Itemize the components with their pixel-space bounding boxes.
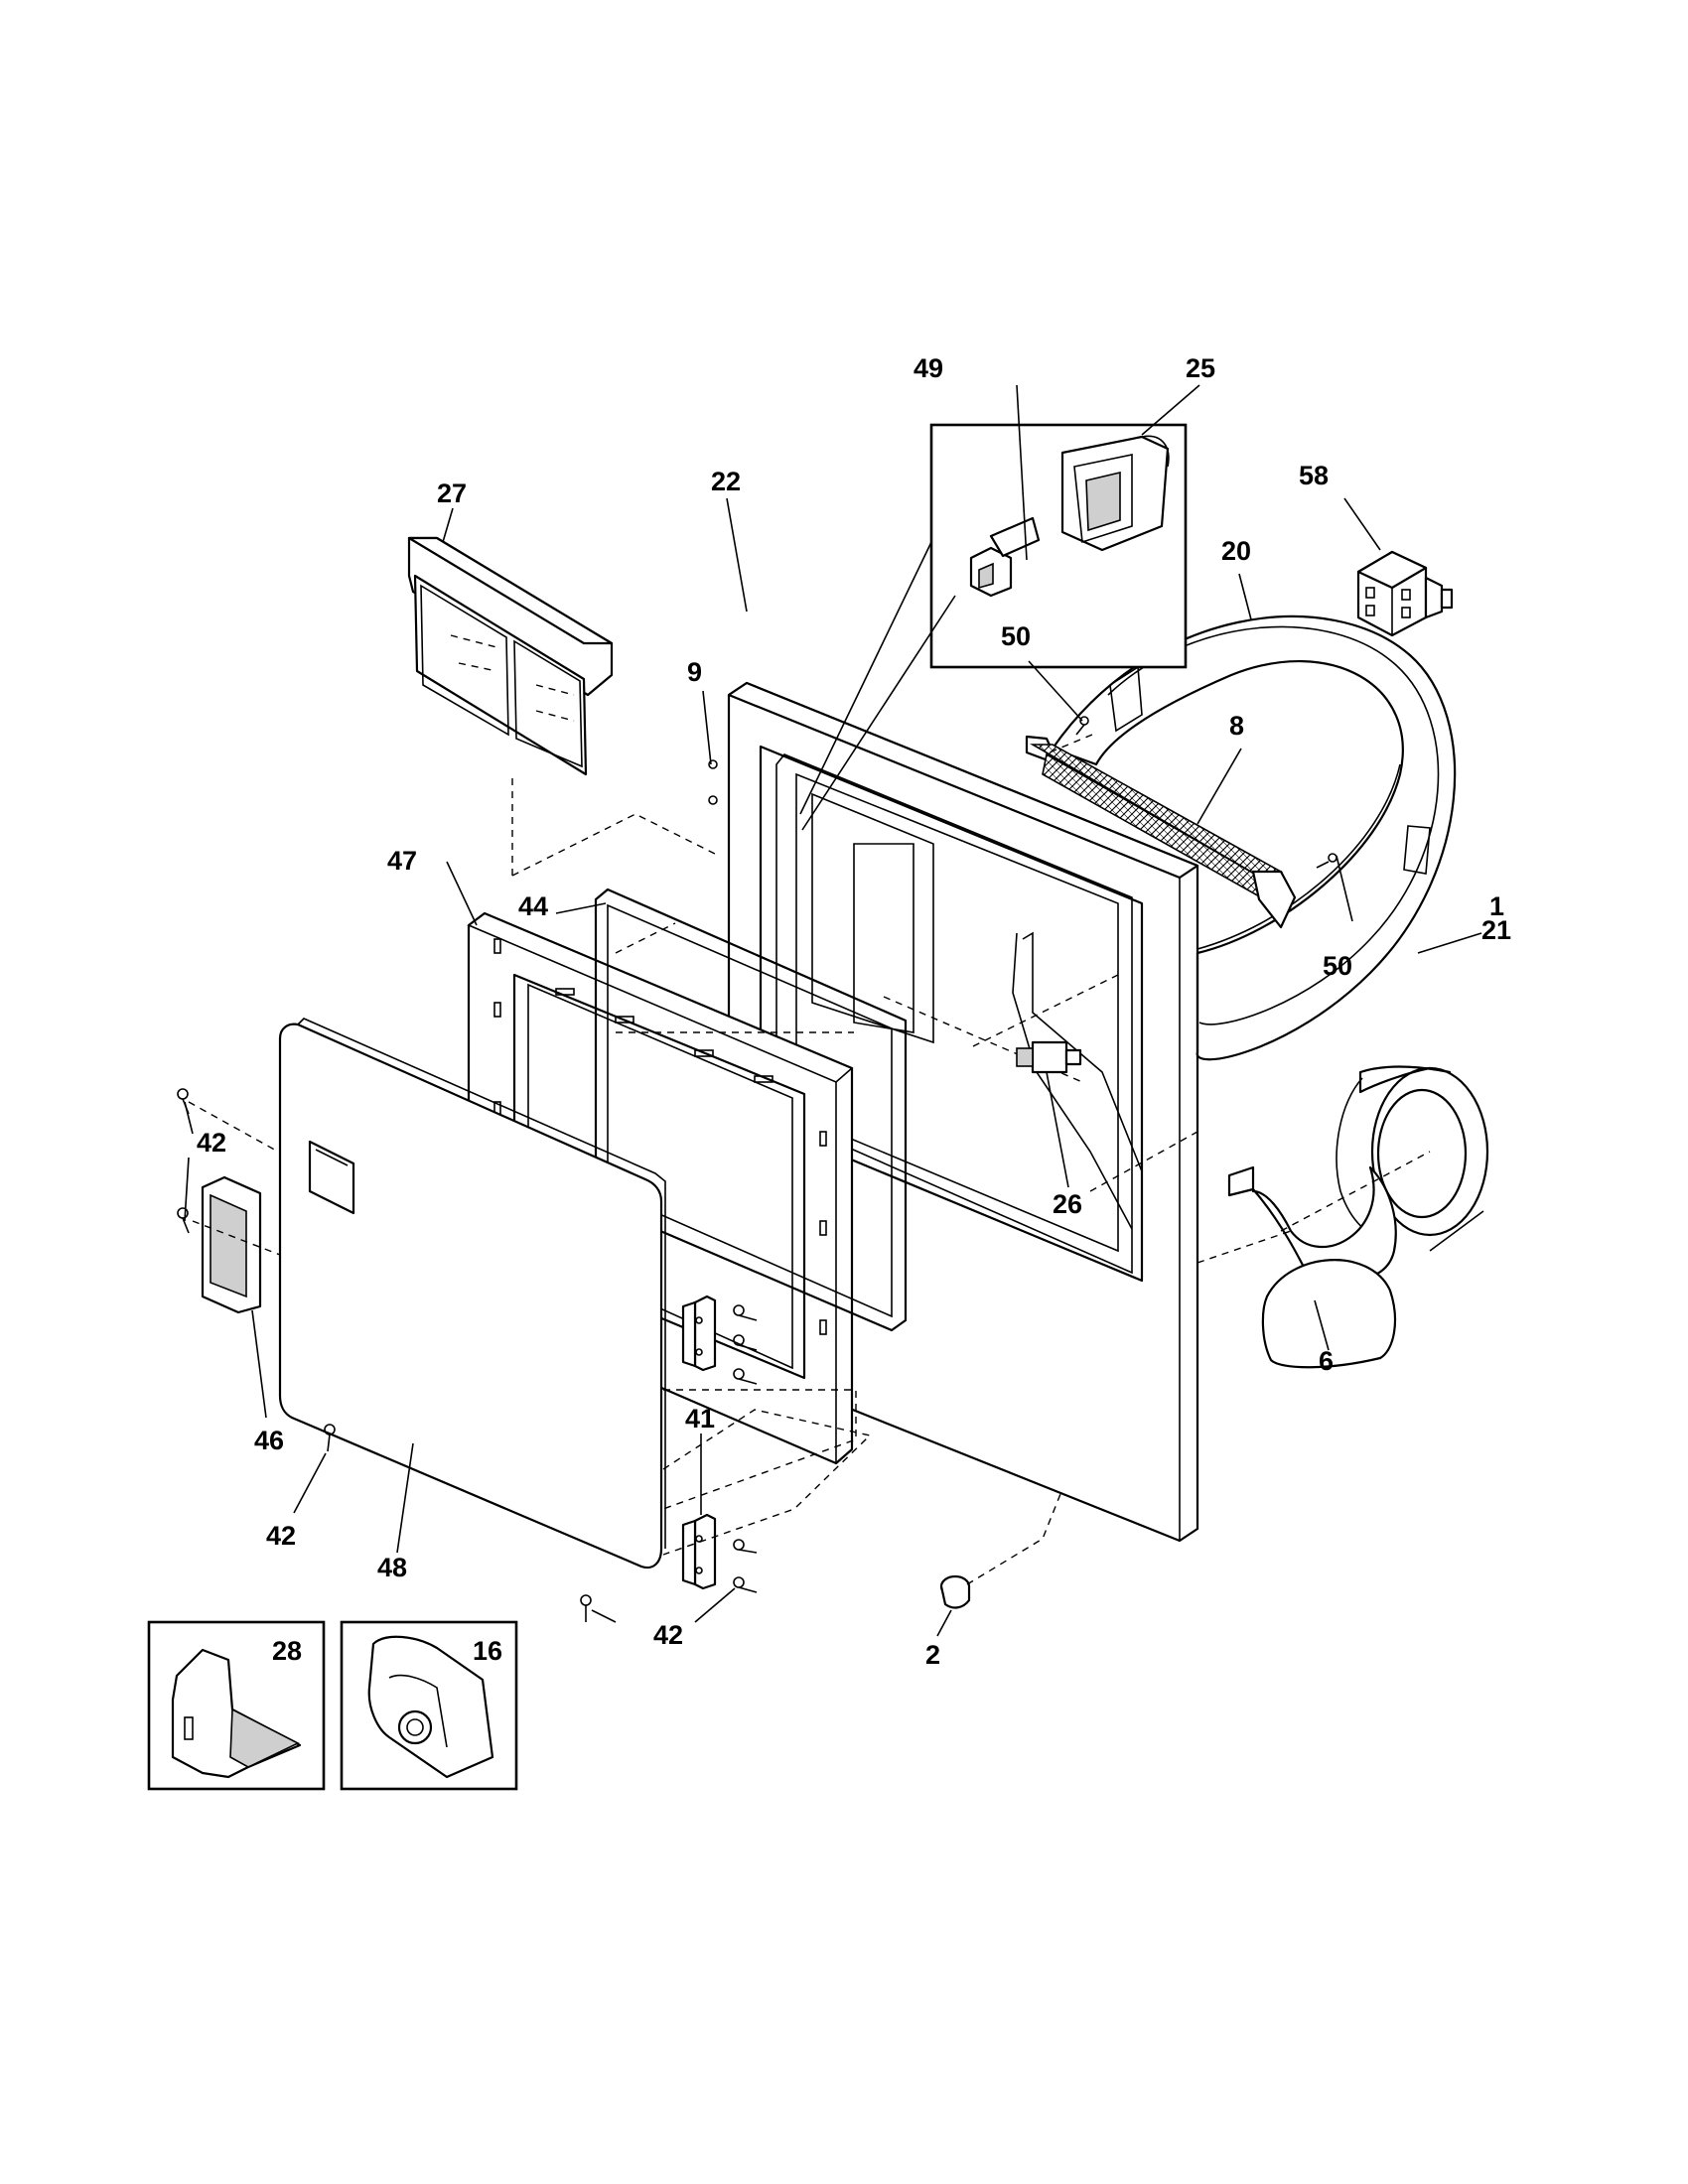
callout-labels: 1 2 6 8 9 16 20 21 22 25 26 27 28 41 42 … xyxy=(197,353,1511,1670)
drum-ring-part xyxy=(1051,614,1457,1061)
callout-leader-lines xyxy=(184,384,1484,1637)
callout-1: 1 xyxy=(1489,891,1504,921)
callout-42-c: 42 xyxy=(653,1620,683,1650)
callout-16: 16 xyxy=(473,1636,502,1666)
leveling-foot-part xyxy=(939,1574,971,1609)
clip-part-28 xyxy=(171,1648,302,1779)
callout-46: 46 xyxy=(254,1426,284,1455)
callout-42-b: 42 xyxy=(266,1521,296,1551)
screw-parts xyxy=(177,716,1337,1622)
callout-9: 9 xyxy=(687,657,702,687)
spring-clip-part-16 xyxy=(367,1635,494,1779)
callout-48: 48 xyxy=(377,1553,407,1582)
door-catch-part-49 xyxy=(969,516,1041,598)
callout-28: 28 xyxy=(272,1636,302,1666)
callout-22: 22 xyxy=(711,467,741,496)
callout-2: 2 xyxy=(925,1640,940,1670)
door-switch-part xyxy=(1016,1040,1082,1074)
outer-door-part xyxy=(278,1018,666,1570)
lint-filter-part xyxy=(407,536,614,776)
callout-50-b: 50 xyxy=(1323,951,1352,981)
callout-42-a: 42 xyxy=(197,1128,226,1158)
sensor-switch-part xyxy=(1356,550,1454,637)
callout-6: 6 xyxy=(1319,1346,1334,1376)
door-catch-housing-part-25 xyxy=(1060,435,1170,552)
callout-49: 49 xyxy=(914,353,943,383)
callout-47: 47 xyxy=(387,846,417,876)
callout-58: 58 xyxy=(1299,461,1329,490)
mesh-grille-part xyxy=(1025,735,1297,929)
inset-pointer-line-2 xyxy=(801,595,956,831)
assembly-guide-lines xyxy=(188,734,1093,1585)
callout-21: 21 xyxy=(1481,915,1511,945)
lint-filter-guide-line-2 xyxy=(511,813,716,877)
hinge-upper-part xyxy=(681,1295,717,1372)
callout-25: 25 xyxy=(1186,353,1215,383)
door-handle-part xyxy=(201,1175,262,1314)
callout-20: 20 xyxy=(1221,536,1251,566)
callout-50-a: 50 xyxy=(1001,621,1031,651)
callout-27: 27 xyxy=(437,478,467,508)
callout-44: 44 xyxy=(518,891,548,921)
duct-part xyxy=(1196,1151,1431,1369)
callout-41: 41 xyxy=(685,1404,715,1433)
inset-pointer-line-1 xyxy=(799,541,932,815)
callout-26: 26 xyxy=(1053,1189,1082,1219)
hinge-lower-part xyxy=(681,1513,717,1590)
exhaust-ring-part xyxy=(1336,1065,1489,1239)
callout-8: 8 xyxy=(1229,711,1244,741)
